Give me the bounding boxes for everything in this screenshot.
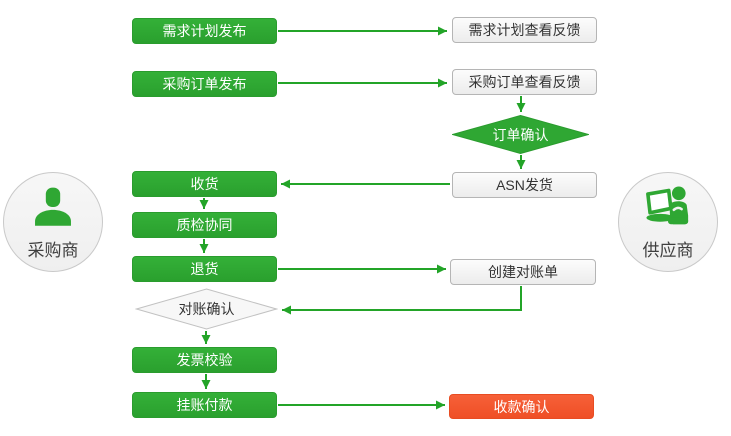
node-quality-inspection: 质检协同 [132, 212, 277, 238]
diamond-shape [450, 114, 591, 155]
node-demand-plan-publish: 需求计划发布 [132, 18, 277, 44]
node-return-goods: 退货 [132, 256, 277, 282]
actor-buyer: 采购商 [3, 172, 103, 272]
node-reconciliation-confirm-diamond: 对账确认 [134, 288, 279, 330]
actor-supplier: 供应商 [618, 172, 718, 272]
person-laptop-icon [644, 184, 692, 235]
node-demand-plan-feedback: 需求计划查看反馈 [452, 17, 597, 43]
diamond-shape [134, 288, 279, 330]
node-payment-on-account: 挂账付款 [132, 392, 277, 418]
node-receive-goods: 收货 [132, 171, 277, 197]
node-asn-shipment: ASN发货 [452, 172, 597, 198]
node-order-confirm-label: 订单确认 [492, 126, 549, 143]
node-payment-received: 收款确认 [449, 394, 594, 419]
node-reconciliation-confirm-label: 对账确认 [178, 301, 235, 317]
actor-supplier-label: 供应商 [642, 240, 694, 260]
node-invoice-verification: 发票校验 [132, 347, 277, 373]
node-purchase-order-publish: 采购订单发布 [132, 71, 277, 97]
node-order-confirm-diamond: 订单确认 [450, 114, 591, 155]
node-purchase-order-feedback: 采购订单查看反馈 [452, 69, 597, 95]
person-icon [30, 184, 76, 235]
node-create-statement: 创建对账单 [450, 259, 596, 285]
actor-buyer-label: 采购商 [27, 240, 79, 260]
